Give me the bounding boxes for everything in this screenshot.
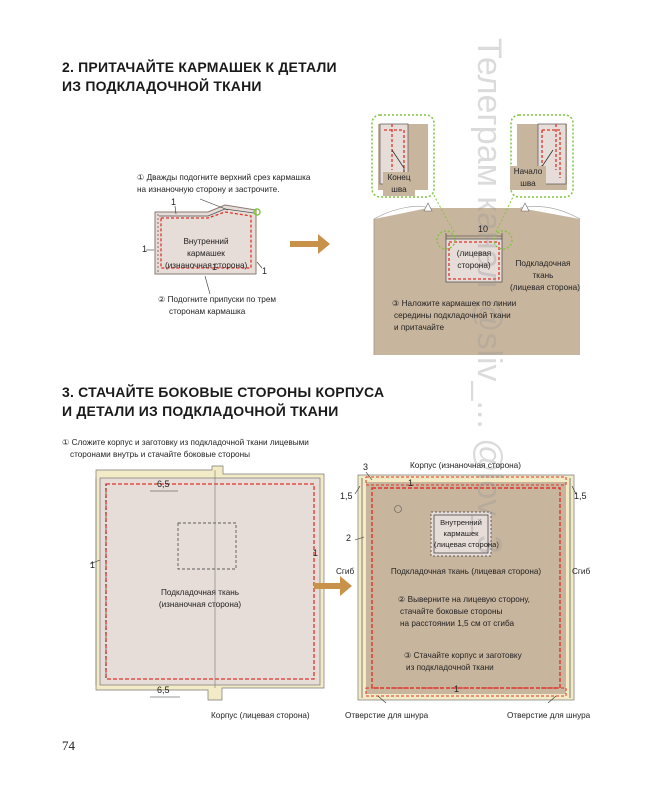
svg-text:Телеграм канал @sliv_... @lov_: Телеграм канал @sliv_... @lov_3 bbox=[470, 38, 508, 554]
section3-title: 3. СТАЧАЙТЕ БОКОВЫЕ СТОРОНЫ КОРПУСА И ДЕ… bbox=[62, 383, 384, 421]
s3-step1-text: ① Сложите корпус и заготовку из подкладо… bbox=[62, 438, 309, 459]
s3-num-1-right: 1 bbox=[313, 548, 319, 558]
watermark: Телеграм канал @sliv_... @lov_3 bbox=[470, 38, 508, 554]
s3-step2-text: ② Выверните на лицевую сторону, стачайте… bbox=[398, 595, 530, 628]
s3-num-1-top: 1 bbox=[408, 478, 414, 488]
s2-num-1c: 1 bbox=[212, 262, 218, 272]
s3-num-15-right: 1,5 bbox=[574, 491, 587, 501]
s2-num-1b: 1 bbox=[142, 244, 148, 254]
s3-lining-wrong-label: Подкладочная ткань (изнаночная сторона) bbox=[158, 588, 242, 609]
s3-num-3: 3 bbox=[363, 462, 369, 472]
s2-start-seam-label: Начало шва bbox=[510, 166, 546, 190]
s3-fold-left: Сгиб bbox=[336, 567, 355, 576]
s2-end-seam-label: Конец шва bbox=[383, 172, 415, 196]
s3-fold-right: Сгиб bbox=[572, 567, 591, 576]
section2-title-line2: ИЗ ПОДКЛАДОЧНОЙ ТКАНИ bbox=[62, 78, 262, 94]
s2-step1-text: ① Дважды подогните верхний срез кармашка… bbox=[137, 173, 311, 194]
arrow-right-2 bbox=[314, 576, 352, 596]
arrow-right-1 bbox=[290, 234, 330, 254]
s2-num-1d: 1 bbox=[262, 266, 268, 276]
pocket-shape bbox=[154, 204, 261, 275]
s2-inner-pocket-label: Внутренний кармашек (изнаночная сторона) bbox=[165, 237, 248, 270]
body-left bbox=[95, 465, 325, 701]
s3-num-15-left: 1,5 bbox=[340, 491, 353, 501]
s3-num-65-top: 6,5 bbox=[157, 479, 170, 489]
s3-cord-hole-right: Отверстие для шнура bbox=[507, 711, 591, 720]
section3-title-line2: И ДЕТАЛИ ИЗ ПОДКЛАДОЧНОЙ ТКАНИ bbox=[62, 403, 339, 419]
s3-step3-text: ③ Стачайте корпус и заготовку из подклад… bbox=[404, 651, 522, 672]
s2-num-10: 10 bbox=[478, 224, 489, 234]
s3-num-65-bottom: 6,5 bbox=[157, 685, 170, 695]
section3-title-line1: 3. СТАЧАЙТЕ БОКОВЫЕ СТОРОНЫ КОРПУСА bbox=[62, 384, 385, 400]
s2-step3-text: ③ Наложите кармашек по линии середины по… bbox=[392, 299, 517, 332]
s3-pocket-label: Внутренний кармашек (лицевая сторона) bbox=[434, 518, 499, 549]
page-number: 74 bbox=[62, 738, 75, 753]
zoom-start-seam bbox=[510, 114, 574, 198]
section2-title: 2. ПРИТАЧАЙТЕ КАРМАШЕК К ДЕТАЛИ ИЗ ПОДКЛ… bbox=[62, 58, 337, 96]
s2-pocket-front-label: (лицевая сторона) bbox=[456, 249, 492, 270]
s3-num-2: 2 bbox=[346, 533, 352, 543]
s3-body-front-label: Корпус (лицевая сторона) bbox=[211, 711, 310, 720]
s3-num-1-left: 1 bbox=[90, 560, 96, 570]
s2-lining-label: Подкладочная ткань (лицевая сторона) bbox=[510, 259, 580, 292]
body-right bbox=[357, 474, 575, 701]
s2-num-1a: 1 bbox=[171, 197, 177, 207]
s2-step2-text: ② Подогните припуски по трем сторонам ка… bbox=[158, 295, 277, 316]
section2-title-line1: 2. ПРИТАЧАЙТЕ КАРМАШЕК К ДЕТАЛИ bbox=[62, 59, 337, 75]
s3-cord-hole-left: Отверстие для шнура bbox=[345, 711, 429, 720]
s3-lining-front-label: Подкладочная ткань (лицевая сторона) bbox=[390, 567, 542, 576]
s3-body-wrong-label: Корпус (изнаночная сторона) bbox=[410, 461, 521, 470]
s3-num-1-bottom: 1 bbox=[454, 684, 460, 694]
